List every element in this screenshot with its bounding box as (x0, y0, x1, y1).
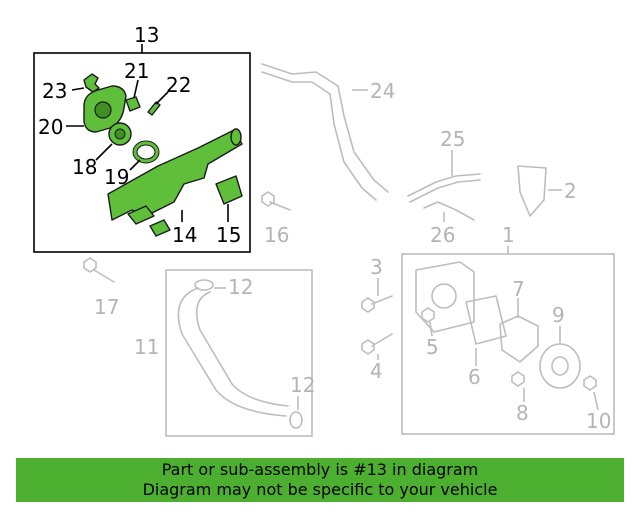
callout-2: 2 (564, 179, 577, 203)
callout-16: 16 (264, 223, 289, 247)
part-4 (361, 333, 393, 355)
callout-25: 25 (440, 127, 465, 151)
callout-18: 18 (72, 155, 97, 179)
leader-19 (129, 159, 141, 171)
callout-17: 17 (94, 295, 119, 319)
part-21 (125, 96, 141, 112)
callout-20: 20 (38, 115, 63, 139)
leader-5 (429, 321, 433, 337)
part-19 (133, 141, 159, 163)
part-9 (539, 343, 581, 389)
part-15 (215, 175, 243, 205)
part-10 (583, 375, 597, 391)
callout-21: 21 (124, 59, 149, 83)
part-23 (83, 73, 100, 93)
part-2 (517, 165, 547, 217)
callout-24: 24 (370, 79, 395, 103)
callout-4: 4 (370, 359, 383, 383)
callout-14: 14 (172, 223, 197, 247)
callout-13: 13 (134, 23, 159, 47)
part-7 (499, 315, 539, 363)
part-8 (511, 371, 525, 387)
callout-19: 19 (104, 165, 129, 189)
callout-5: 5 (426, 335, 439, 359)
part-20-port (94, 101, 112, 119)
leader-22 (155, 91, 169, 105)
part-14-end (230, 128, 242, 146)
callout-12b: 12 (290, 373, 315, 397)
part-12a (194, 279, 214, 291)
part-24 (261, 63, 389, 193)
part-6 (465, 295, 507, 345)
callout-9: 9 (552, 303, 565, 327)
parts-diagram: 13 21 22 23 20 18 19 14 15 (33, 23, 615, 437)
part-24-edge (261, 71, 377, 201)
part-14-outlet-b (149, 219, 171, 237)
part-17 (83, 257, 115, 283)
callout-11: 11 (134, 335, 159, 359)
part-3 (361, 295, 393, 313)
callout-6: 6 (468, 365, 481, 389)
leader-23 (71, 87, 85, 91)
part-9-hub (551, 356, 569, 376)
part-11 (177, 287, 287, 417)
banner-line-1: Part or sub-assembly is #13 in diagram (161, 460, 479, 479)
part-pump-port (431, 283, 457, 309)
part-5 (421, 307, 435, 323)
callout-22: 22 (166, 73, 191, 97)
part-12b (289, 411, 303, 429)
leader-21 (133, 79, 139, 99)
assembly-11-box (165, 269, 313, 437)
part-14-outlet-a (127, 205, 155, 225)
part-pump-body (415, 261, 475, 333)
part-26 (423, 201, 475, 221)
callout-3: 3 (370, 255, 383, 279)
leader-18 (95, 143, 113, 161)
part-11-edge (195, 291, 289, 407)
part-16 (261, 191, 291, 211)
callout-23: 23 (42, 79, 67, 103)
part-14 (107, 129, 243, 221)
callout-7: 7 (512, 277, 525, 301)
callout-15: 15 (216, 223, 241, 247)
callout-26: 26 (430, 223, 455, 247)
part-22 (147, 101, 161, 116)
callout-12a: 12 (228, 275, 253, 299)
info-banner: Part or sub-assembly is #13 in diagram D… (16, 458, 624, 502)
callout-8: 8 (516, 401, 529, 425)
callout-10: 10 (586, 409, 611, 433)
banner-line-2: Diagram may not be specific to your vehi… (142, 480, 498, 499)
leader-10 (593, 391, 599, 411)
part-18-core (114, 128, 126, 140)
callout-1: 1 (502, 223, 515, 247)
part-25 (407, 173, 481, 197)
part-25-edge (409, 179, 481, 203)
